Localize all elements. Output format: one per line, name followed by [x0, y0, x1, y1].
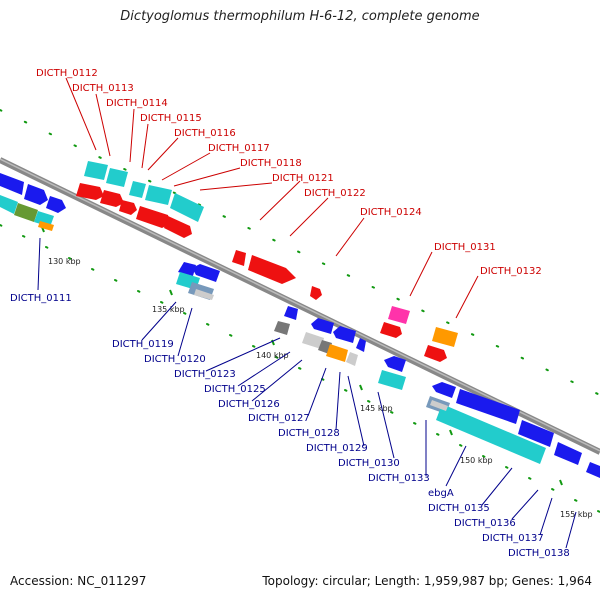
gene-label: DICTH_0137 — [482, 533, 544, 544]
gene-dicth-0123 — [284, 306, 298, 320]
gene-label: DICTH_0111 — [10, 293, 72, 304]
gene-dicth-0118b — [164, 216, 192, 238]
gene-dicth-0138 — [586, 462, 600, 478]
scale-label: 150 kbp — [460, 456, 493, 465]
gene-dicth-0131-magenta — [388, 306, 410, 324]
forward-labels: DICTH_0112 DICTH_0113 DICTH_0114 DICTH_0… — [36, 68, 542, 277]
reverse-connectors — [37, 237, 577, 549]
gene-left-blue-3 — [46, 196, 66, 213]
gene-label: DICTH_0114 — [106, 98, 168, 109]
gene-left-cyan — [0, 195, 18, 214]
scale-label: 130 kbp — [48, 257, 81, 266]
gene-label: DICTH_0135 — [428, 503, 490, 514]
gene-label: DICTH_0122 — [304, 188, 366, 199]
gene-dicth-0120-light — [194, 289, 214, 300]
gene-dicth-0135 — [456, 389, 520, 424]
gene-dicth-0129-light — [346, 352, 358, 366]
gene-dicth-0125-gray — [274, 321, 290, 335]
gene-dicth-0112 — [84, 161, 108, 180]
map-title: Dictyoglomus thermophilum H-6-12, comple… — [120, 9, 480, 24]
gene-label: DICTH_0131 — [434, 242, 496, 253]
gene-dicth-0117 — [170, 193, 204, 222]
gene-ebga-blue — [432, 382, 456, 398]
gene-label: DICTH_0118 — [240, 158, 302, 169]
gene-label: DICTH_0128 — [278, 428, 340, 439]
reverse-labels: DICTH_0111 DICTH_0119 DICTH_0120 DICTH_0… — [10, 293, 570, 559]
gene-dicth-0136 — [518, 420, 554, 447]
gene-label: DICTH_0129 — [306, 443, 368, 454]
gene-dicth-0125-light — [302, 332, 324, 349]
gene-dicth-0116 — [145, 185, 172, 205]
gene-label: DICTH_0123 — [174, 369, 236, 380]
gene-label: DICTH_0116 — [174, 128, 236, 139]
gene-label: DICTH_0133 — [368, 473, 430, 484]
gene-dicth-0128 — [356, 338, 366, 352]
gene-dicth-0124 — [310, 286, 322, 300]
accession-label: Accession: NC_011297 — [10, 574, 147, 588]
gene-dicth-0114 — [100, 190, 124, 207]
gene-dicth-0112-red — [76, 183, 104, 200]
scale-label: 145 kbp — [360, 404, 393, 413]
gene-dicth-0119b — [178, 262, 196, 276]
gene-dicth-0121 — [232, 250, 246, 266]
gene-ebga-light — [430, 400, 448, 411]
scale-label: 140 kbp — [256, 351, 289, 360]
reverse-genes — [176, 262, 600, 478]
outer-dotted-track — [0, 109, 600, 396]
gene-dicth-0122 — [248, 255, 296, 284]
gene-label: DICTH_0127 — [248, 413, 310, 424]
gene-dicth-0133-cyan — [436, 404, 546, 464]
gene-dicth-0131 — [380, 322, 402, 338]
gene-dicth-0127 — [333, 326, 356, 343]
left-edge-genes — [0, 173, 66, 231]
scale-label: 155 kbp — [560, 510, 593, 519]
gene-dicth-0119 — [192, 264, 220, 282]
topology-label: Topology: circular; Length: 1,959,987 bp… — [262, 574, 592, 588]
gene-left-orange — [38, 221, 54, 231]
scale-label: 135 kbp — [152, 305, 185, 314]
gene-dicth-0118 — [136, 206, 170, 228]
gene-dicth-0127-orange — [326, 344, 348, 362]
inner-dotted-track — [0, 224, 600, 513]
gene-label: DICTH_0113 — [72, 83, 134, 94]
gene-label: DICTH_0115 — [140, 113, 202, 124]
gene-dicth-0130-cyan — [378, 370, 406, 390]
gene-label: DICTH_0126 — [218, 399, 280, 410]
gene-dicth-0137 — [554, 442, 582, 465]
gene-label: DICTH_0119 — [112, 339, 174, 350]
scale-labels: 130 kbp 135 kbp 140 kbp 145 kbp 150 kbp … — [48, 257, 593, 519]
gene-dicth-0132 — [424, 345, 447, 362]
gene-dicth-0132-orange — [432, 327, 458, 347]
gene-dicth-0114b — [119, 200, 137, 215]
gene-label: DICTH_0117 — [208, 143, 270, 154]
gene-label: DICTH_0121 — [272, 173, 334, 184]
gene-left-olive — [14, 203, 38, 222]
gene-label: DICTH_0136 — [454, 518, 516, 529]
gene-dicth-0113 — [106, 168, 128, 187]
gene-dicth-0126 — [311, 318, 334, 334]
gene-label: DICTH_0124 — [360, 207, 422, 218]
gene-left-blue — [0, 173, 24, 195]
gene-label: DICTH_0112 — [36, 68, 98, 79]
gene-label: ebgA — [428, 488, 454, 499]
gene-dicth-0115 — [129, 181, 146, 198]
forward-connectors — [65, 77, 479, 319]
gene-left-cyan-2 — [34, 211, 54, 227]
gene-label: DICTH_0120 — [144, 354, 206, 365]
forward-genes — [76, 161, 458, 362]
gene-label: DICTH_0125 — [204, 384, 266, 395]
gene-left-blue-2 — [24, 184, 48, 205]
gene-label: DICTH_0138 — [508, 548, 570, 559]
gene-label: DICTH_0130 — [338, 458, 400, 469]
gene-label: DICTH_0132 — [480, 266, 542, 277]
gene-dicth-0130 — [384, 356, 406, 372]
